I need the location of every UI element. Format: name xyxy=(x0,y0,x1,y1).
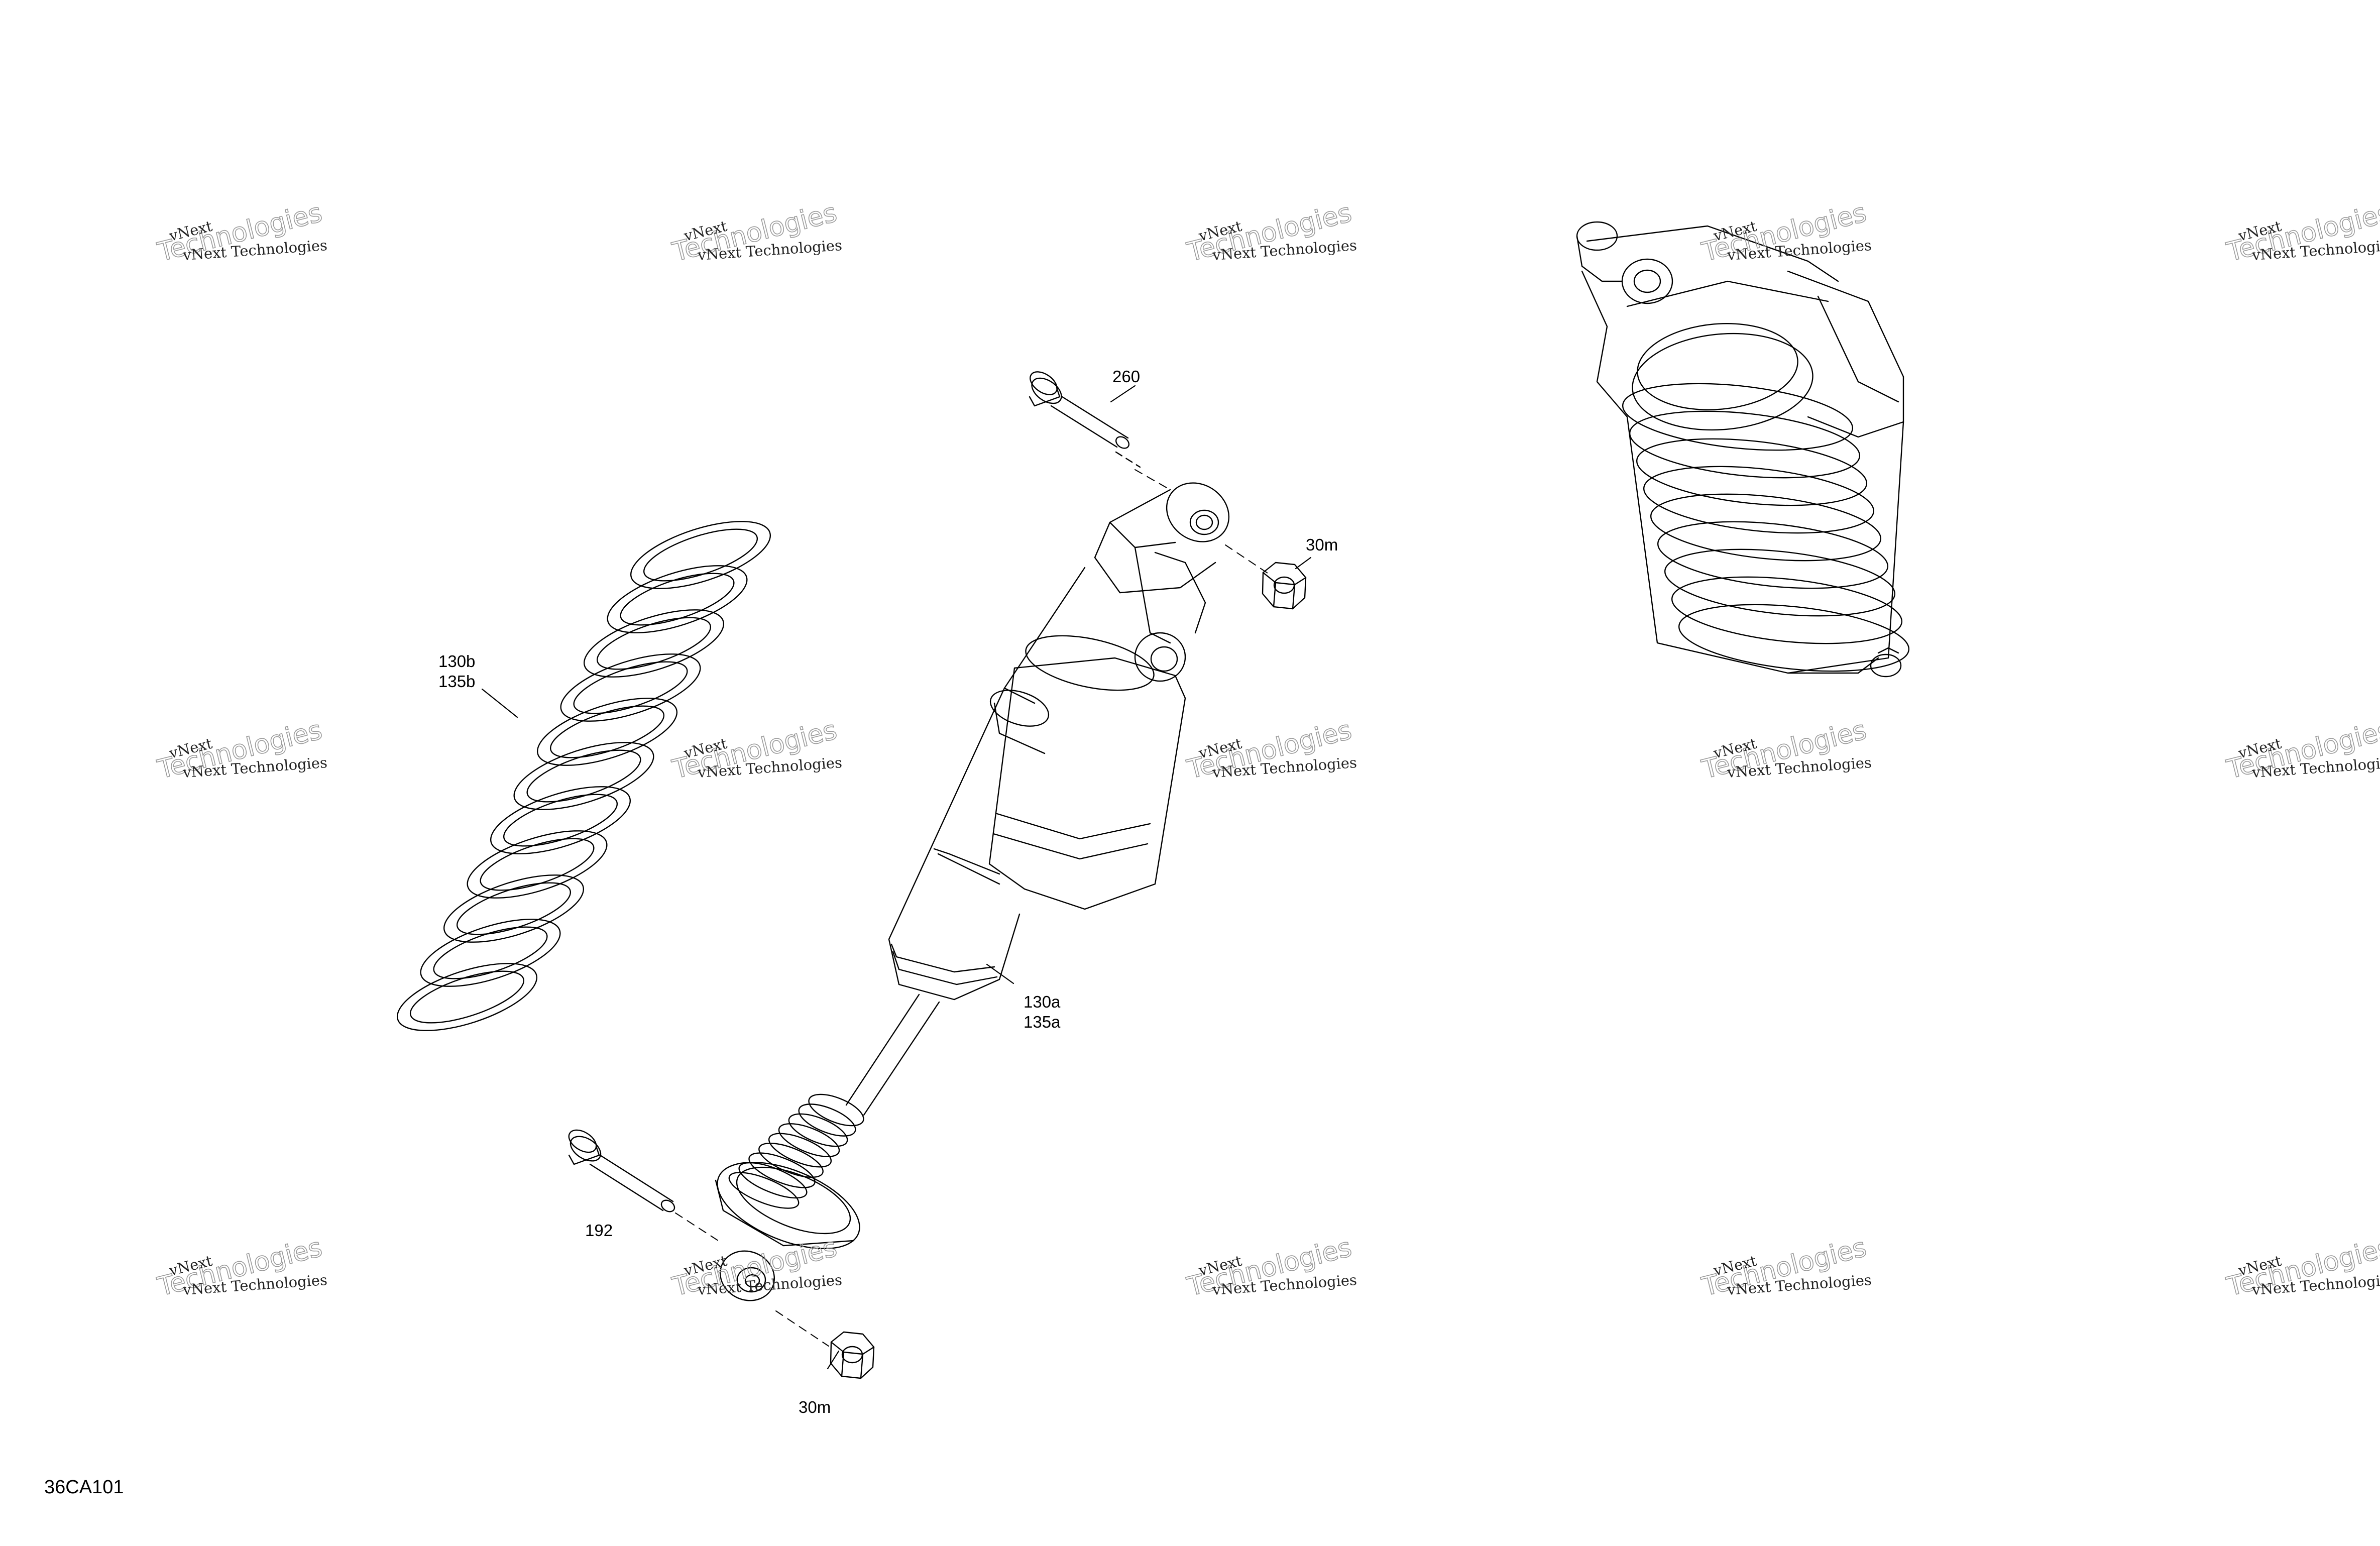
spring-coil xyxy=(480,838,595,891)
spring-coil xyxy=(596,617,712,670)
callout-135a: 135a xyxy=(1024,1013,1061,1032)
figure-code: 36CA101 xyxy=(44,1477,124,1498)
spring-coil xyxy=(643,528,758,582)
assembled-spring-coil xyxy=(1678,604,1910,672)
bellows-ring xyxy=(728,1172,800,1209)
assembled-spring-coil xyxy=(1629,410,1861,479)
spring-coil xyxy=(607,565,748,633)
assembled-shock-view xyxy=(1576,221,1910,678)
callout-260: 260 xyxy=(1112,367,1141,386)
callout-130a: 130a xyxy=(1024,992,1061,1011)
spring-coil xyxy=(583,609,725,678)
lower-nut-part xyxy=(830,1331,875,1379)
shock-absorber-part xyxy=(715,482,1230,1301)
spring-coil xyxy=(573,661,688,714)
spring-coil xyxy=(490,786,631,854)
spring-coil xyxy=(409,970,525,1024)
assembled-spring-coil xyxy=(1622,383,1854,451)
spring-coil xyxy=(503,794,618,847)
bellows-ring xyxy=(788,1113,848,1147)
callout-192: 192 xyxy=(585,1221,613,1240)
bellows-ring xyxy=(758,1142,824,1178)
spring-coil xyxy=(630,521,771,589)
assembled-spring-coil xyxy=(1636,438,1868,506)
upper-nut-part xyxy=(1262,562,1307,610)
bellows-ring xyxy=(768,1133,832,1168)
bellows-ring xyxy=(798,1103,856,1137)
callout-135b: 135b xyxy=(438,672,476,691)
lower-bolt-part xyxy=(568,1129,675,1212)
spring-coil xyxy=(526,749,641,803)
coil-spring-part xyxy=(396,521,771,1031)
spring-coil xyxy=(467,830,608,899)
assembled-spring-coil xyxy=(1664,548,1896,617)
assembled-spring-coil xyxy=(1643,466,1875,534)
spring-coil xyxy=(396,963,538,1031)
spring-coil xyxy=(420,919,561,987)
assembled-spring-coil xyxy=(1671,576,1903,644)
callout-30m-upper: 30m xyxy=(1306,535,1338,554)
spring-coil xyxy=(513,742,654,810)
bellows-ring xyxy=(808,1093,864,1127)
callout-30m-lower: 30m xyxy=(799,1398,831,1416)
assembled-spring-coil xyxy=(1650,493,1882,562)
assembled-spring-coil xyxy=(1657,521,1889,589)
callout-spring: 130b 135b xyxy=(438,651,475,692)
bellows-ring xyxy=(748,1152,816,1188)
callout-130b: 130b xyxy=(438,652,476,671)
spring-coil xyxy=(620,573,735,626)
spring-coil xyxy=(536,698,678,766)
spring-coil xyxy=(443,874,585,943)
spring-coil xyxy=(549,705,665,758)
bellows-ring xyxy=(778,1123,840,1157)
spring-coil xyxy=(433,926,548,979)
upper-bolt-part xyxy=(1029,371,1141,468)
spring-coil xyxy=(456,882,572,935)
spring-coil xyxy=(560,653,701,722)
callout-shock: 130a 135a xyxy=(1024,992,1060,1033)
leader-lines xyxy=(481,385,1312,1370)
